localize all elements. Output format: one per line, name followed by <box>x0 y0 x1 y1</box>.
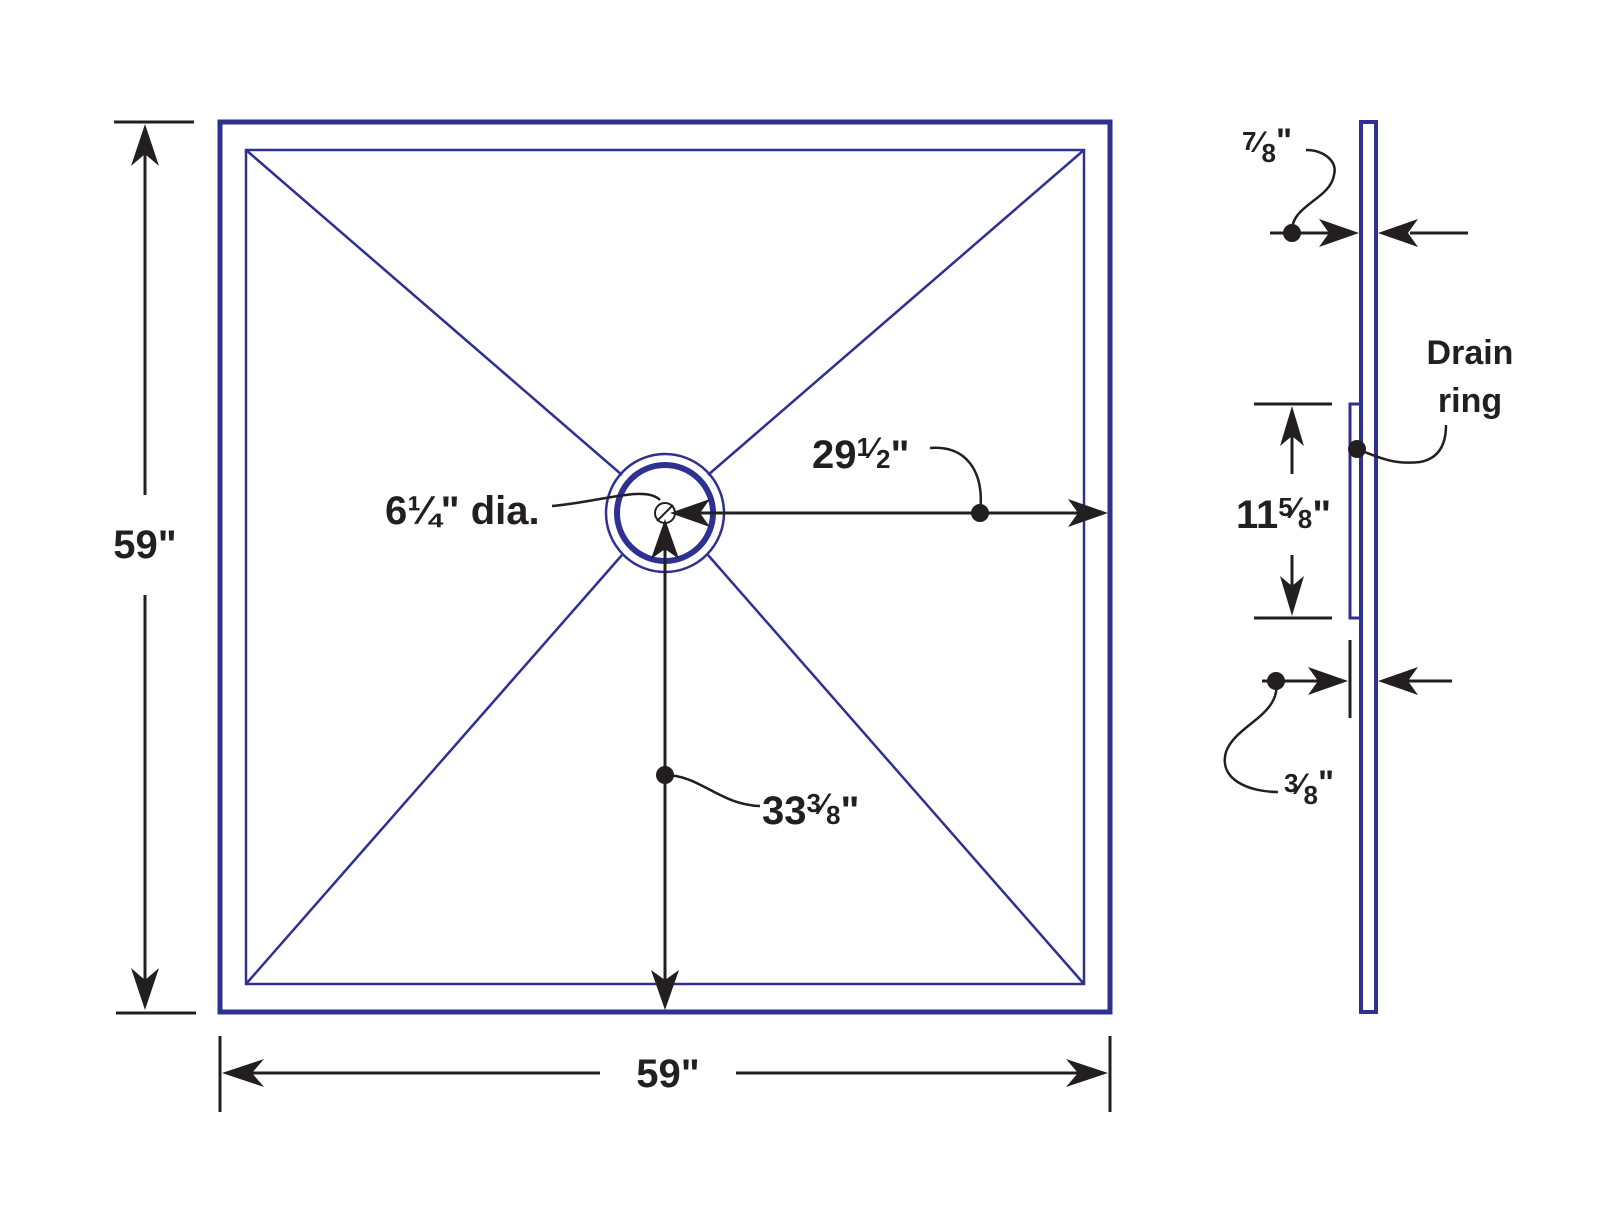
arrowhead-left <box>222 1059 264 1087</box>
top-thickness-label: 7⁄8" <box>1242 122 1292 168</box>
drain-ring-profile <box>1348 402 1363 620</box>
drain-to-right-dimension: 291⁄2" <box>670 432 1108 527</box>
slope-line-bottom-left <box>245 554 623 985</box>
leader-line <box>1223 680 1279 794</box>
top-thickness-dimension: 7⁄8" <box>1242 122 1468 247</box>
width-label: 59" <box>636 1052 699 1096</box>
arrowhead-down <box>131 968 159 1010</box>
drain-ring-callout: Drain ring <box>1348 334 1514 464</box>
leader-line <box>1290 148 1336 234</box>
leader-line <box>1356 424 1448 464</box>
drain-ring-label-line1: Drain <box>1427 334 1514 372</box>
leader-line <box>929 446 983 514</box>
ring-thickness-dimension: 3⁄8" <box>1223 640 1452 810</box>
ring-height-label: 115⁄8" <box>1236 492 1331 537</box>
drain-ring-label-line2: ring <box>1438 382 1502 420</box>
ring-thickness-label: 3⁄8" <box>1284 764 1334 810</box>
slope-line-bottom-right <box>707 554 1085 985</box>
drain-center-slash <box>656 504 674 522</box>
arrowhead-up <box>131 124 159 166</box>
slope-line-top-left <box>245 149 623 476</box>
pan-outer-edge <box>217 119 1113 1015</box>
leader-line <box>664 773 761 808</box>
to-right-label: 291⁄2" <box>812 432 909 477</box>
side-view <box>1348 120 1378 1014</box>
height-label: 59" <box>113 523 176 567</box>
drain-to-bottom-dimension: 333⁄8" <box>651 519 859 1010</box>
slope-line-top-right <box>707 149 1085 476</box>
leader-line <box>551 492 661 508</box>
drain-dia-label: 6¼" dia. <box>385 489 540 533</box>
ring-height-dimension: 115⁄8" <box>1236 402 1332 620</box>
height-dimension: 59" <box>113 120 196 1015</box>
drain-diameter-callout: 6¼" dia. <box>385 489 661 533</box>
pan-profile <box>1359 120 1378 1014</box>
arrowhead-right <box>1066 1059 1108 1087</box>
to-bottom-label: 333⁄8" <box>762 788 859 833</box>
width-dimension: 59" <box>218 1036 1112 1112</box>
